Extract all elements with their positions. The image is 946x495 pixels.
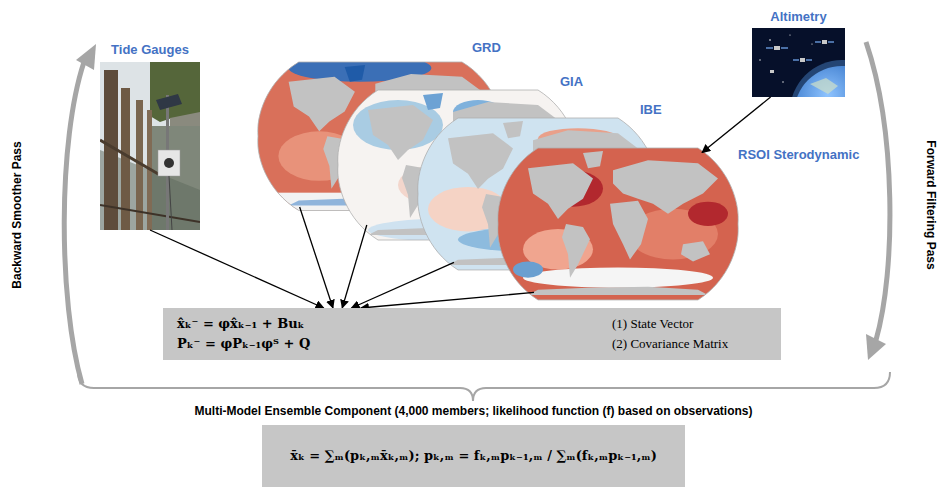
equation-text: Pₖ⁻ = φPₖ₋₁φᵀ + Q — [177, 336, 310, 352]
illustration-part — [583, 151, 603, 168]
input-arrow — [361, 292, 534, 308]
illustration-part — [790, 60, 845, 97]
rsoi-map — [498, 148, 738, 300]
illustration-part — [498, 148, 738, 300]
map-heading: RSOI Sterodynamic — [738, 147, 859, 162]
illustration-part — [811, 43, 812, 44]
illustration-part — [759, 59, 760, 60]
illustration-part — [688, 202, 728, 226]
illustration-part — [498, 148, 738, 300]
illustration-part — [100, 205, 200, 222]
illustration-part — [789, 34, 790, 35]
illustration-part — [100, 140, 160, 175]
ensemble-bracket — [78, 372, 890, 401]
illustration-part — [64, 62, 84, 384]
illustration-part — [169, 176, 172, 230]
input-arrow — [150, 230, 324, 308]
illustration-part — [866, 42, 890, 340]
illustration-part — [766, 40, 834, 73]
altimetry-node: Altimetry — [752, 28, 845, 97]
illustration-part — [815, 41, 821, 43]
illustration-part — [345, 65, 365, 82]
illustration-part — [828, 41, 834, 43]
illustration-part — [528, 160, 718, 278]
illustration-part — [164, 158, 174, 168]
illustration-part — [513, 261, 543, 277]
forward-pass-arrow — [866, 42, 890, 360]
ensemble-equation-box: Multi-Model Ensemble Component (4,000 me… — [262, 425, 685, 487]
input-arrow — [342, 225, 367, 308]
illustration-part — [523, 268, 713, 288]
tide-gauge-photo — [100, 62, 200, 230]
illustration-part — [793, 59, 799, 61]
equation-note: (2) Covariance Matrix — [612, 336, 728, 352]
illustration-part — [503, 121, 523, 138]
ensemble-heading: Multi-Model Ensemble Component (4,000 me… — [194, 404, 752, 418]
illustration-part — [770, 70, 774, 73]
illustration-part — [769, 39, 771, 41]
illustration-part — [528, 287, 708, 295]
source-heading: Tide Gauges — [111, 42, 189, 57]
illustration-part — [766, 47, 773, 49]
illustration-part — [498, 148, 738, 300]
illustration-part — [781, 47, 788, 49]
illustration-part — [100, 62, 200, 230]
altimetry-image — [752, 28, 845, 97]
input-arrow — [702, 97, 771, 153]
rsoi-map-node: RSOI Sterodynamic — [498, 148, 738, 300]
kalman-equation-box: x̂ₖ⁻ = φx̂ₖ₋₁ + BuₖPₖ⁻ = φPₖ₋₁φᵀ + Q (1) … — [163, 308, 781, 360]
illustration-part — [810, 78, 838, 94]
map-heading: GRD — [472, 40, 501, 55]
equation-text: x̂ₖ⁻ = φx̂ₖ₋₁ + Buₖ — [177, 316, 304, 332]
illustration-part — [76, 44, 96, 70]
gia-map-node: GIA — [338, 90, 578, 240]
illustration-part — [782, 81, 783, 82]
illustration-part — [866, 334, 886, 360]
illustration-part — [156, 94, 182, 110]
ibe-map-node: IBE — [418, 118, 658, 270]
illustration-part — [158, 150, 180, 176]
pass-label: Forward Filtering Pass — [923, 140, 937, 269]
backward-pass-arrow — [64, 44, 96, 384]
source-heading: Altimetry — [770, 9, 826, 24]
grd-map-node: GRD — [258, 62, 503, 210]
illustration-part — [800, 58, 805, 62]
pass-label: Backward Smoother Pass — [9, 141, 23, 288]
input-arrow — [300, 207, 333, 308]
illustration-part — [794, 66, 845, 97]
illustration-part — [806, 59, 812, 61]
illustration-part — [423, 93, 443, 110]
equation-text: x̄ₖ = ∑ₘ(pₖ,ₘx̄ₖ,ₘ); pₖ,ₘ = fₖ,ₘpₖ₋₁,ₘ /… — [290, 448, 657, 464]
equation-note: (1) State Vector — [612, 316, 693, 332]
map-heading: IBE — [640, 102, 662, 117]
map-heading: GIA — [560, 74, 583, 89]
tide-gauge-node: Tide Gauges — [100, 62, 200, 230]
illustration-part — [774, 46, 780, 50]
illustration-part — [822, 40, 827, 44]
